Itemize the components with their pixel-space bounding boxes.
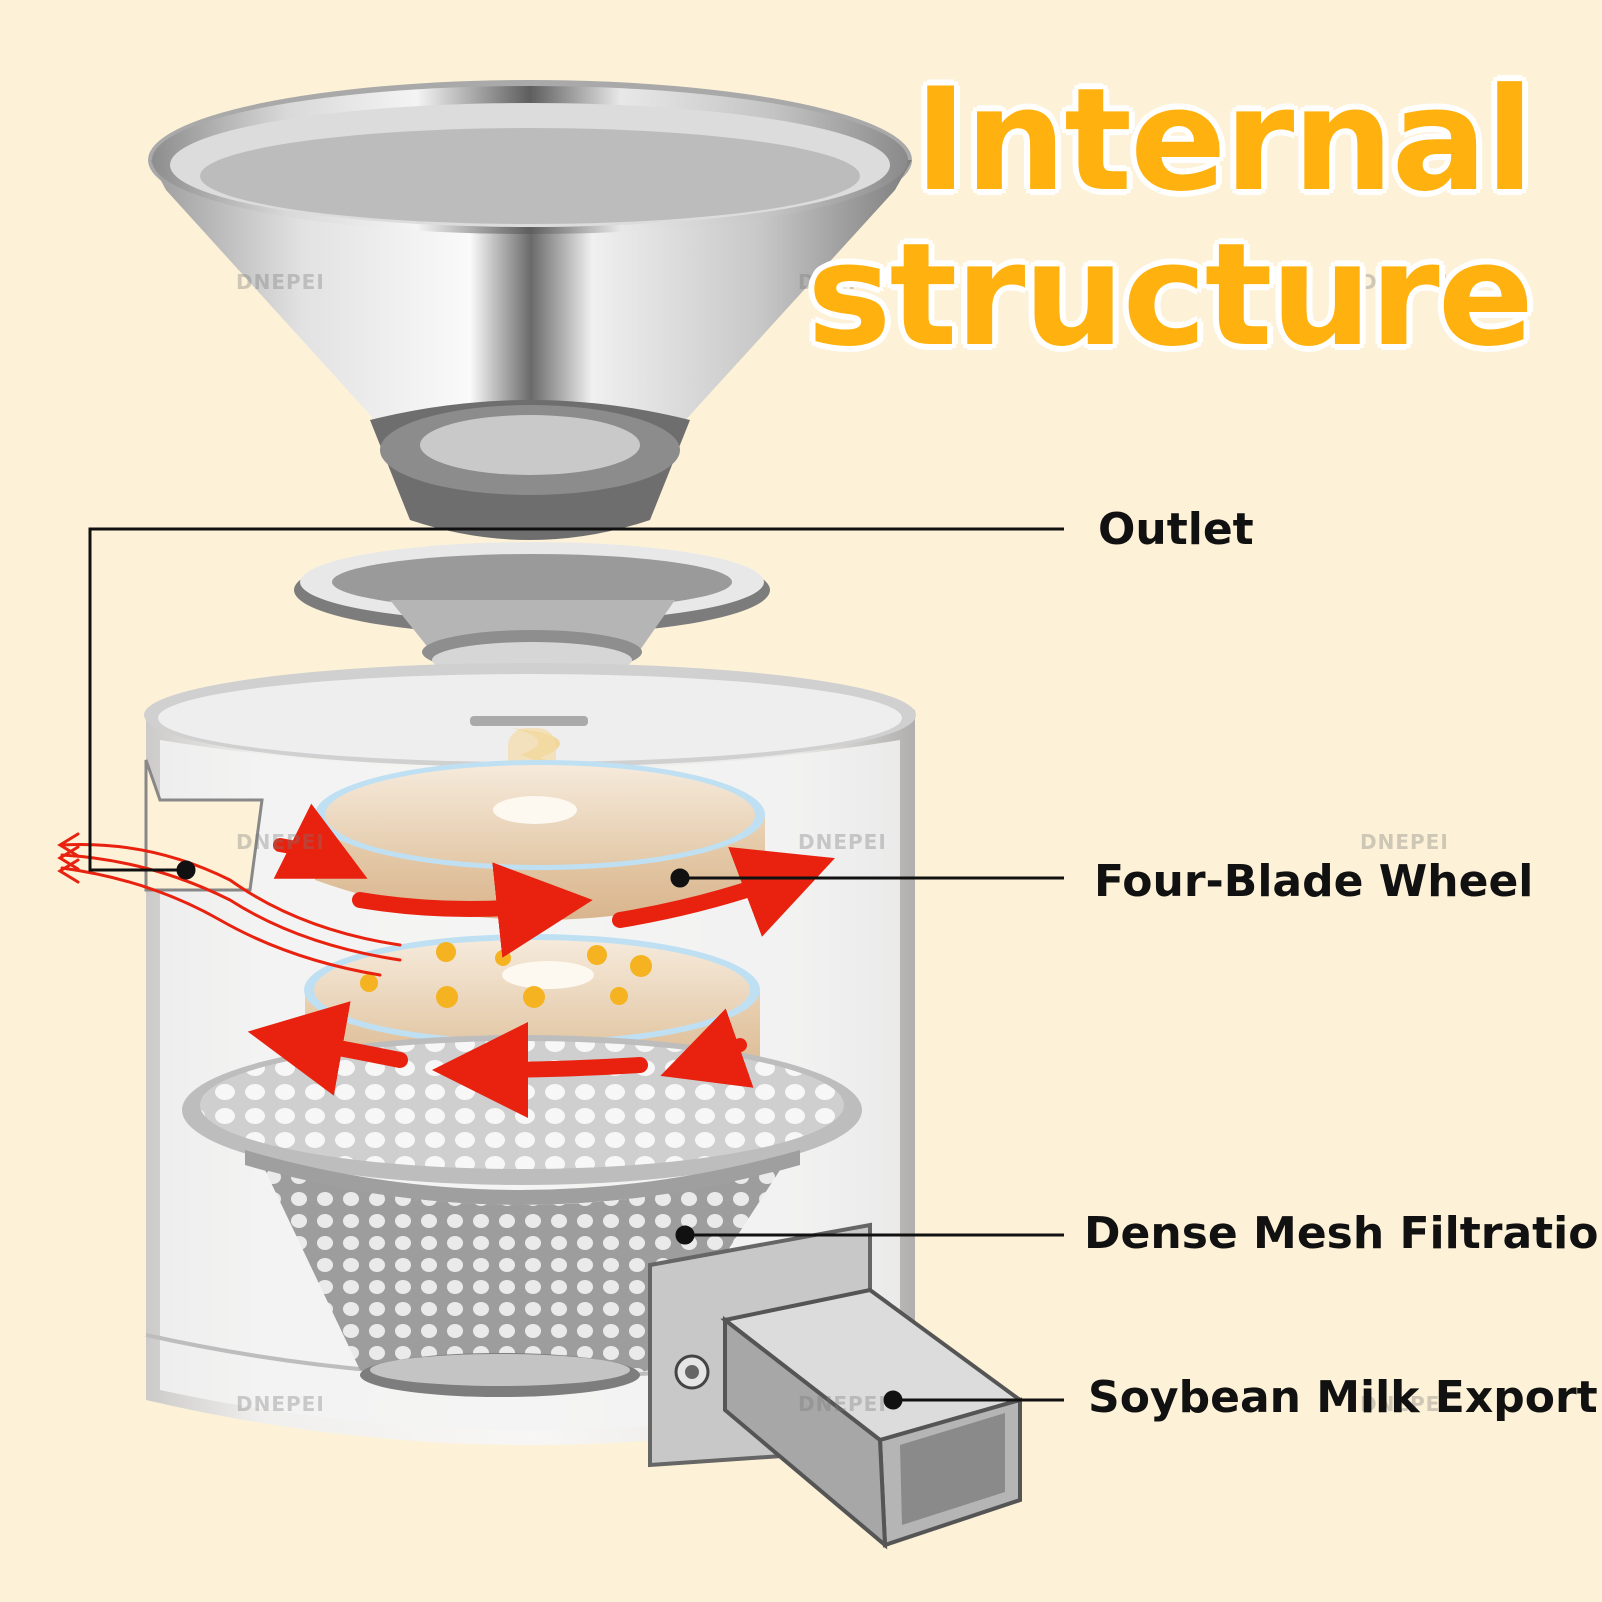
callout-four-blade-wheel: Four-Blade Wheel [1094, 856, 1534, 907]
title-line-1: Internal [914, 58, 1534, 223]
watermark: DNEPEI [236, 830, 325, 854]
callout-soybean-milk-export: Soybean Milk Export [1088, 1372, 1598, 1423]
upper-grinding-stone [315, 760, 765, 920]
title-line-2: structure [806, 213, 1534, 378]
watermark: DNEPEI [1360, 830, 1449, 854]
callout-leader-lines [88, 527, 1064, 1410]
callout-outlet: Outlet [1098, 504, 1254, 555]
watermark: DNEPEI [236, 1392, 325, 1416]
flow-arrows [57, 803, 835, 1118]
hopper-funnel [148, 80, 912, 540]
watermark: DNEPEI [1360, 270, 1449, 294]
watermark: DNEPEI [236, 270, 325, 294]
watermark: DNEPEI [798, 1392, 887, 1416]
watermark: DNEPEI [798, 830, 887, 854]
outlet-spout [648, 1222, 1025, 1550]
callout-dense-mesh-filtration: Dense Mesh Filtration [1084, 1208, 1602, 1259]
watermark: DNEPEI [1360, 1392, 1449, 1416]
watermark: DNEPEI [798, 270, 887, 294]
soybean-dots [360, 942, 652, 1008]
